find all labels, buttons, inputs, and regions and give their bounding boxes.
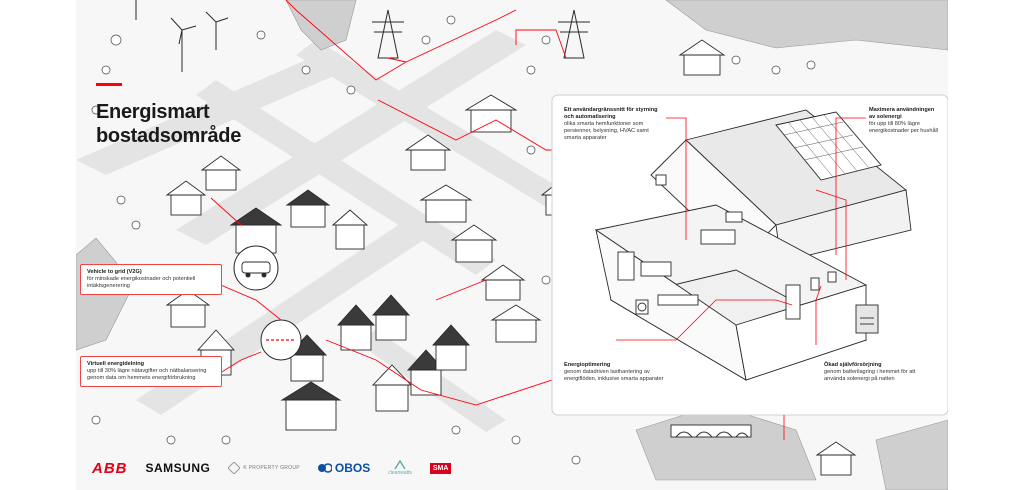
houses [165,39,857,476]
partner-logos: ABB SAMSUNG K PROPERTY GROUP OBOS cleanw… [92,456,452,480]
title-line-2: bostadsområde [96,125,242,147]
callout-sjalv-body: genom batterilagring i hemmet för att an… [824,369,916,382]
logo-property-group: K PROPERTY GROUP [228,462,300,474]
house-cutaway [594,109,912,381]
callout-solar: Maximera användningen av solenergi för u… [869,107,941,135]
property-group-icon [228,462,241,474]
callout-sjalv: Ökad självförsörjning genom batterilagri… [824,362,924,383]
callout-v2g-body: för minskade energikostnader och potenti… [87,276,196,289]
logo-sma: SMA [429,462,452,474]
title-line-1: Energismart [96,101,210,123]
callout-interface-body: olika smarta hemfunktioner som persienne… [564,121,649,141]
callout-optimering-heading: Energioptimering [564,362,611,368]
infographic-poster: Energismart bostadsområde Vehicle to gri… [76,0,948,490]
v2g-car-detail [233,245,279,291]
title-accent-bar [96,83,122,86]
callout-solar-heading: Maximera användningen av solenergi [869,107,935,120]
illustration-canvas [76,0,948,490]
logo-samsung: SAMSUNG [145,461,211,475]
power-pylons [372,9,590,59]
wind-turbines [135,0,229,72]
rocks [76,0,948,490]
callout-v2g-heading: Vehicle to grid (V2G) [87,269,142,275]
callout-v2g: Vehicle to grid (V2G) för minskade energ… [80,264,222,295]
cleanwatts-icon [394,460,406,470]
callout-optimering-body: genom datadriven lasthantering av energi… [564,369,664,382]
callout-interface: Ett användargränssnitt för styrning och … [564,107,664,142]
callout-solar-body: för upp till 80% lägre energikostnader p… [869,121,939,134]
logo-obos: OBOS [317,461,371,475]
callout-sjalv-heading: Ökad självförsörjning [824,362,882,368]
callout-virtuell: Virtuell energidelning upp till 30% lägr… [80,356,222,387]
logo-cleanwatts: cleanwatts [388,460,412,476]
logo-cleanwatts-text: cleanwatts [388,470,412,476]
logo-obos-text: OBOS [334,461,371,475]
trees [91,15,816,465]
callout-virtuell-heading: Virtuell energidelning [87,361,145,367]
obos-icon [317,463,332,473]
logo-abb: ABB [92,459,128,477]
virtual-sharing-detail [260,319,302,361]
callout-leaders [616,117,866,440]
callout-optimering: Energioptimering genom datadriven lastha… [564,362,682,383]
bridge [670,424,752,438]
callout-virtuell-body: upp till 30% lägre nätavgifter och nätba… [87,368,207,381]
energy-lines [208,0,567,406]
page-title: Energismart bostadsområde [96,100,241,148]
logo-property-group-text: K PROPERTY GROUP [243,465,300,471]
callout-interface-heading: Ett användargränssnitt för styrning och … [564,107,658,120]
